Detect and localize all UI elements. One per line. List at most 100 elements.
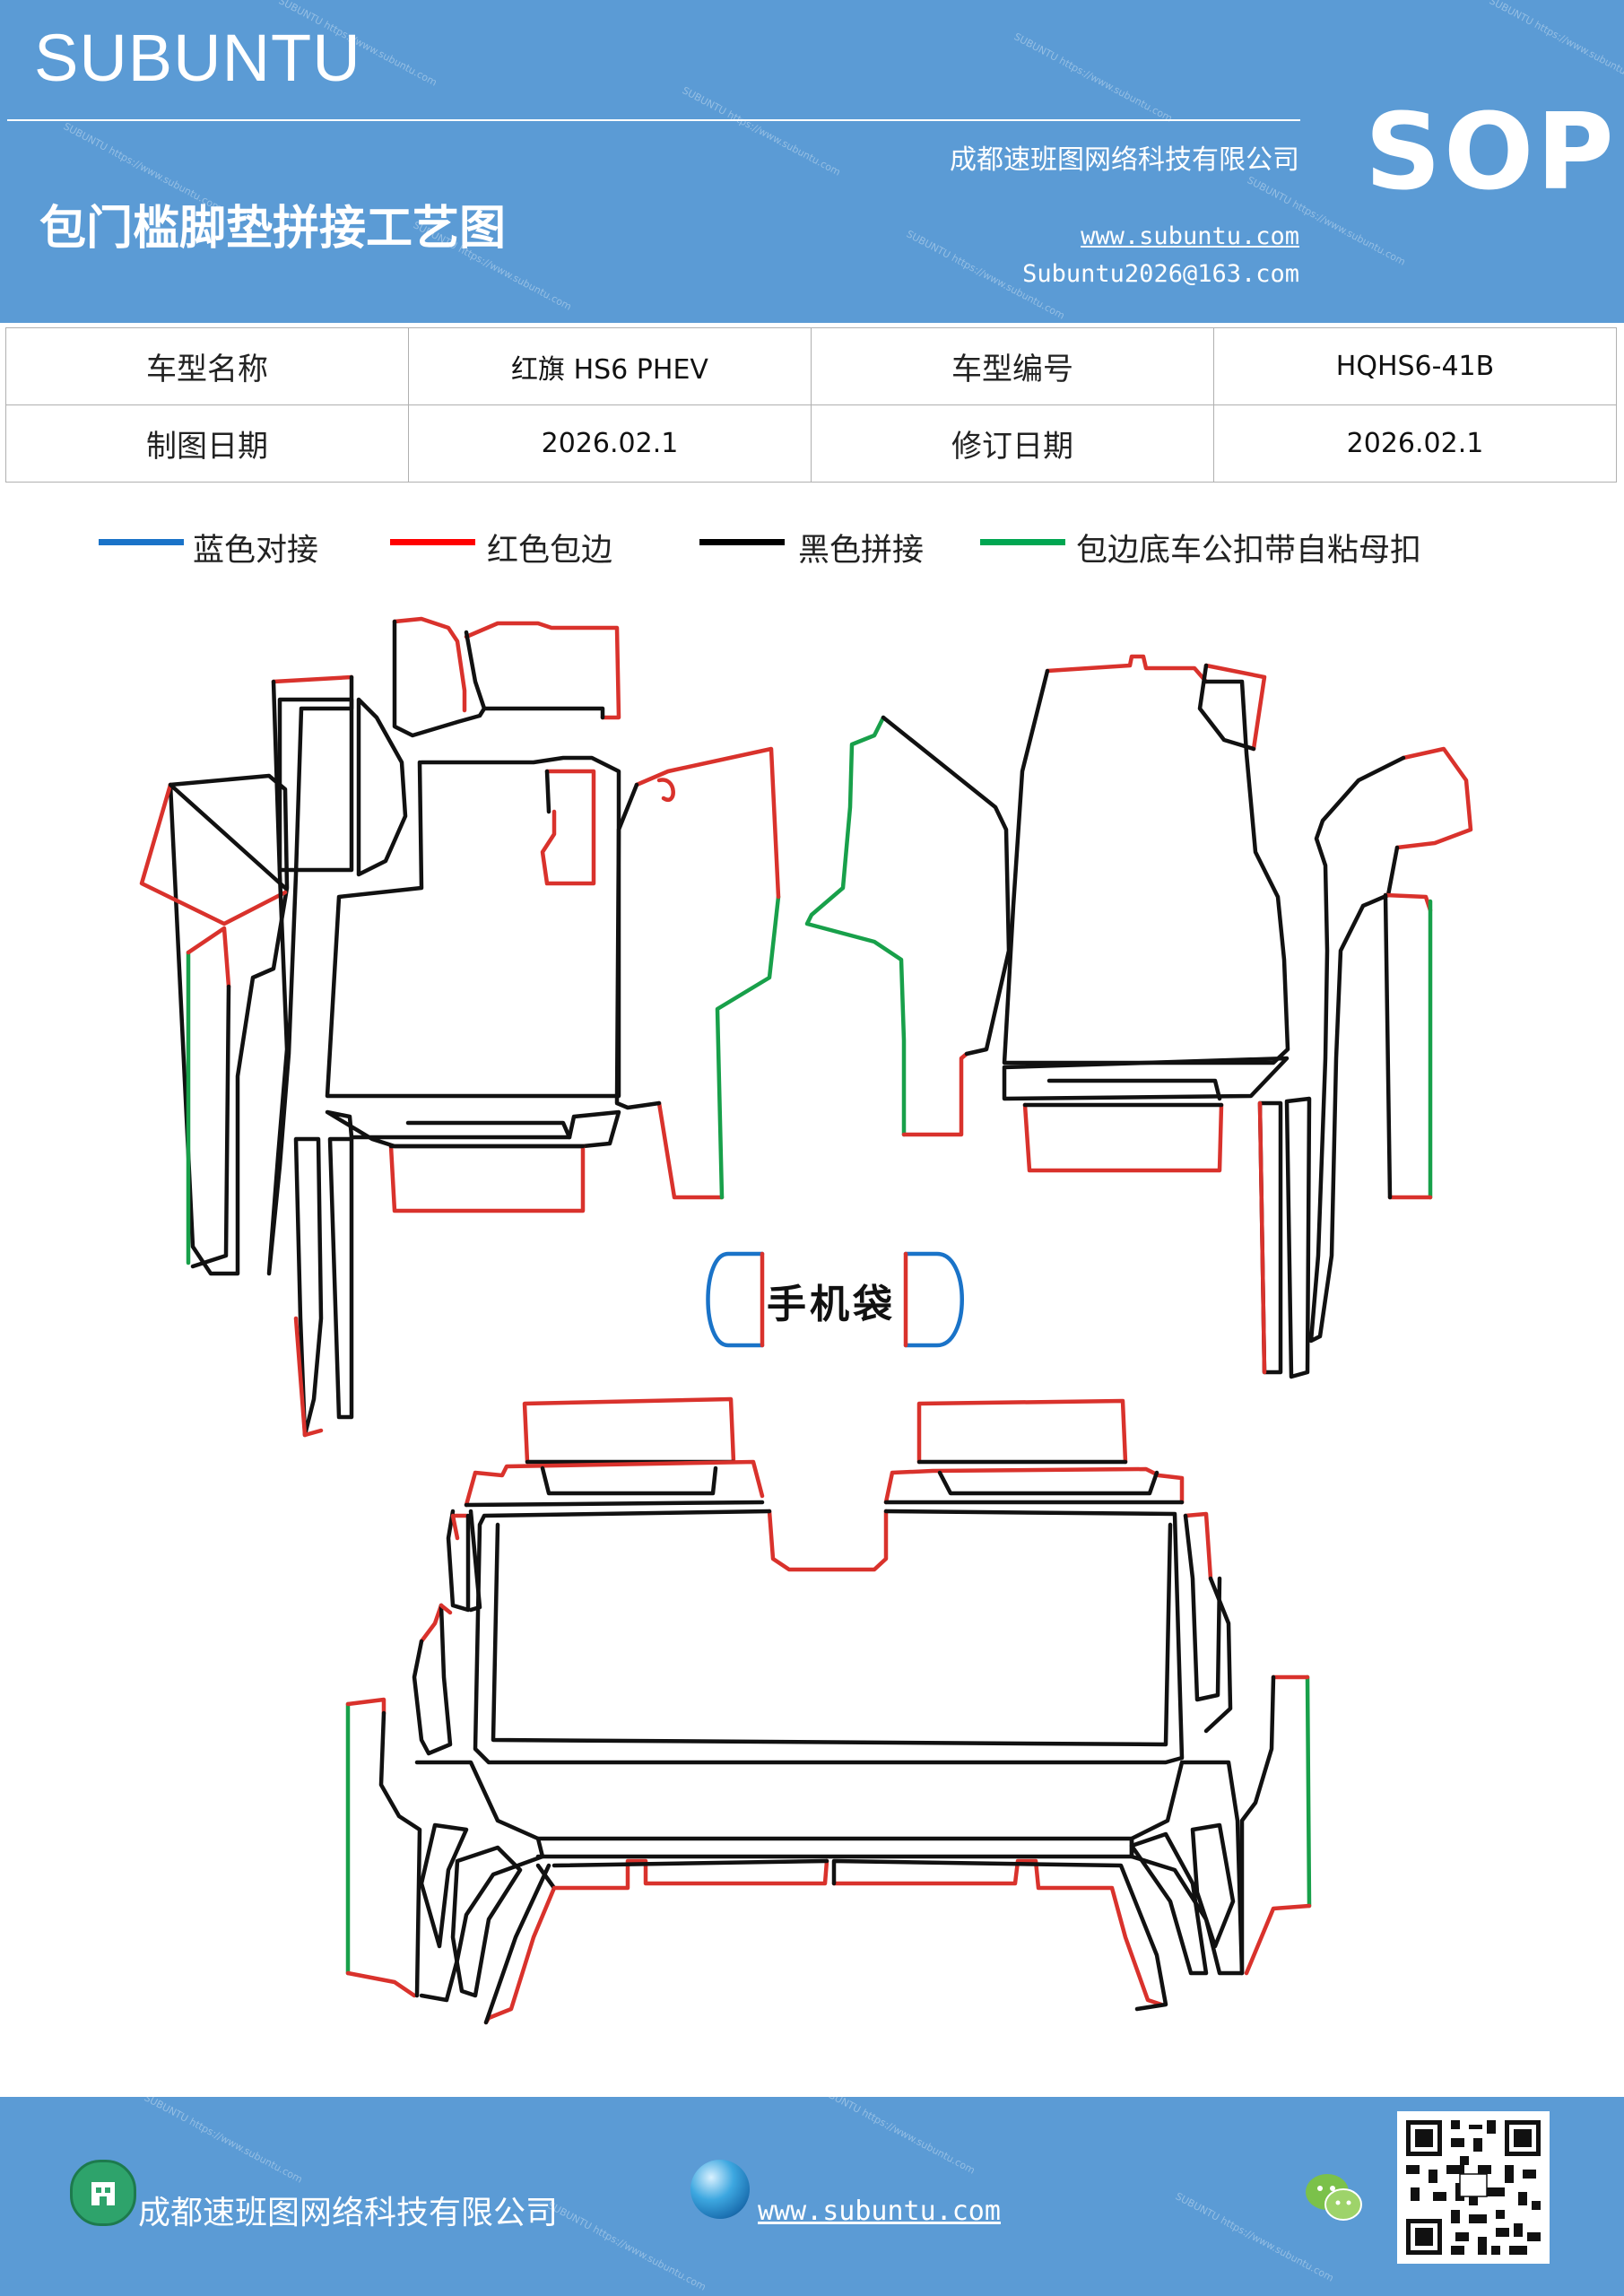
footer-company-name: 成都速班图网络科技有限公司 xyxy=(138,2195,559,2231)
rear-right-top-pad xyxy=(916,1398,1128,1465)
passenger-narrow-strip xyxy=(1257,1100,1267,1375)
rear-left-side-strip xyxy=(446,1509,471,1613)
phone-bag-right xyxy=(903,1251,964,1348)
label-model-code: 车型编号 xyxy=(811,327,1214,405)
rear-left-outer-strip xyxy=(345,1697,417,1998)
passenger-corner xyxy=(1197,663,1256,752)
passenger-outer-wedge xyxy=(1394,746,1473,850)
rear-right-seat-base xyxy=(883,1470,1185,1505)
table-row: 车型名称 红旗 HS6 PHEV 车型编号 HQHS6-41B xyxy=(5,327,1617,405)
value-model-code: HQHS6-41B xyxy=(1213,327,1617,405)
footer-banner: SUBUNTU https://www.subuntu.com SUBUNTU … xyxy=(0,2097,1624,2296)
driver-footrest xyxy=(634,746,781,900)
front-left-column xyxy=(271,674,354,684)
label-draw-date: 制图日期 xyxy=(5,404,409,483)
company-icon xyxy=(70,2160,136,2226)
rear-right-step xyxy=(831,1858,1164,2007)
line-legend: 蓝色对接 红色包边 黑色拼接 包边底车公扣带自粘母扣 xyxy=(0,525,1624,570)
page-title: 包门槛脚垫拼接工艺图 xyxy=(39,202,507,256)
driver-main-mat xyxy=(392,619,605,738)
driver-main-mat xyxy=(325,755,621,1099)
sop-badge: SOP xyxy=(1365,90,1617,213)
driver-footrest-hook xyxy=(656,778,675,802)
rear-right-outer-strip xyxy=(1244,1674,1312,1976)
driver-footrest xyxy=(614,782,662,1110)
header-company-name: 成都速班图网络科技有限公司 xyxy=(950,144,1299,176)
watermark: SUBUNTU https://www.subuntu.com xyxy=(814,2097,977,2177)
value-model-name: 红旗 HS6 PHEV xyxy=(408,327,812,405)
rear-right-side-strip xyxy=(1183,1513,1222,1702)
rear-right-step xyxy=(831,1858,1168,2012)
watermark: SUBUNTU https://www.subuntu.com xyxy=(545,2199,708,2293)
passenger-narrow-strip xyxy=(1284,1096,1312,1379)
value-draw-date: 2026.02.1 xyxy=(408,404,812,483)
value-revise-date: 2026.02.1 xyxy=(1213,404,1617,483)
driver-footrest xyxy=(715,894,781,1200)
rear-main-mat xyxy=(491,1522,1173,1747)
phone-bag-left xyxy=(706,1251,765,1348)
passenger-lower-pad xyxy=(1002,1056,1290,1101)
front-left-narrow-strip xyxy=(293,1136,324,1438)
front-left-curved-piece xyxy=(356,697,408,877)
front-left-mat-group xyxy=(139,616,781,1438)
legend-swatch-black xyxy=(699,539,785,545)
rear-right-side-strip xyxy=(1183,1511,1213,1581)
rear-left-side-strip xyxy=(450,1513,460,1541)
building-icon xyxy=(91,2182,115,2205)
table-row: 制图日期 2026.02.1 修订日期 2026.02.1 xyxy=(5,404,1617,483)
header-banner: SUBUNTU https://www.subuntu.com SUBUNTU … xyxy=(0,0,1624,323)
rear-left-seat-base xyxy=(464,1465,765,1508)
driver-lower-pad xyxy=(405,1120,572,1140)
driver-main-mat xyxy=(464,630,487,711)
driver-footrest xyxy=(656,1100,725,1200)
header-email[interactable]: Subuntu2026@163.com xyxy=(1022,260,1299,288)
passenger-outer-wedge xyxy=(1308,755,1406,1344)
rear-left-step xyxy=(551,1858,829,1891)
wechat-icon[interactable] xyxy=(1302,2169,1365,2226)
rear-left-outer-strip xyxy=(378,1710,422,1998)
rear-lower-left-sill xyxy=(419,1822,469,1949)
driver-lower-pad xyxy=(325,1109,621,1149)
label-model-name: 车型名称 xyxy=(5,327,409,405)
passenger-left-strip xyxy=(804,715,907,1137)
front-left-wedge xyxy=(168,782,288,891)
globe-icon xyxy=(690,2160,750,2219)
legend-swatch-blue xyxy=(99,539,184,545)
front-left-upper-block xyxy=(277,697,354,873)
passenger-long-strip xyxy=(1383,892,1393,1200)
passenger-main-mat xyxy=(1045,654,1209,684)
vehicle-info-table: 车型名称 红旗 HS6 PHEV 车型编号 HQHS6-41B 制图日期 202… xyxy=(5,327,1617,483)
phone-bag-label: 手机袋 xyxy=(767,1282,896,1327)
passenger-lower-pad xyxy=(1046,1078,1222,1101)
rear-lower-right-sill xyxy=(1190,1822,1236,1949)
driver-heel-pad xyxy=(540,769,596,886)
rear-right-seat-base xyxy=(883,1466,1185,1505)
front-left-column xyxy=(266,674,354,1276)
legend-label-black: 黑色拼接 xyxy=(798,533,925,569)
rear-left-wedge xyxy=(439,1603,453,1615)
legend-swatch-green xyxy=(980,539,1065,545)
header-divider xyxy=(7,119,1300,121)
front-left-long-strip xyxy=(186,926,231,989)
rear-left-step xyxy=(483,1858,829,2025)
passenger-main-mat xyxy=(1002,668,1290,1065)
front-left-long-strip xyxy=(190,984,231,1269)
front-left-narrow-strip xyxy=(293,1316,324,1438)
footer-website-link[interactable]: www.subuntu.com xyxy=(758,2196,1001,2227)
qr-code-image xyxy=(1397,2111,1550,2264)
watermark: SUBUNTU https://www.subuntu.com xyxy=(142,2097,305,2186)
passenger-left-strip xyxy=(901,1051,969,1137)
qr-code[interactable] xyxy=(1397,2111,1550,2264)
rear-left-seat-base xyxy=(464,1459,765,1508)
rear-lower-left-sill xyxy=(450,1845,523,1998)
rear-left-wedge xyxy=(419,1603,444,1644)
driver-heel-pad xyxy=(544,769,551,814)
legend-label-green: 包边底车公扣带自粘母扣 xyxy=(1076,533,1422,569)
rear-lower-right-sill xyxy=(1129,1831,1209,1976)
rear-center-notch xyxy=(767,1509,889,1572)
header-website-link[interactable]: www.subuntu.com xyxy=(1081,222,1299,250)
front-right-mat-group xyxy=(804,654,1473,1379)
brand-logo-text: SUBUNTU xyxy=(34,21,361,95)
phone-bag-group xyxy=(706,1251,964,1348)
